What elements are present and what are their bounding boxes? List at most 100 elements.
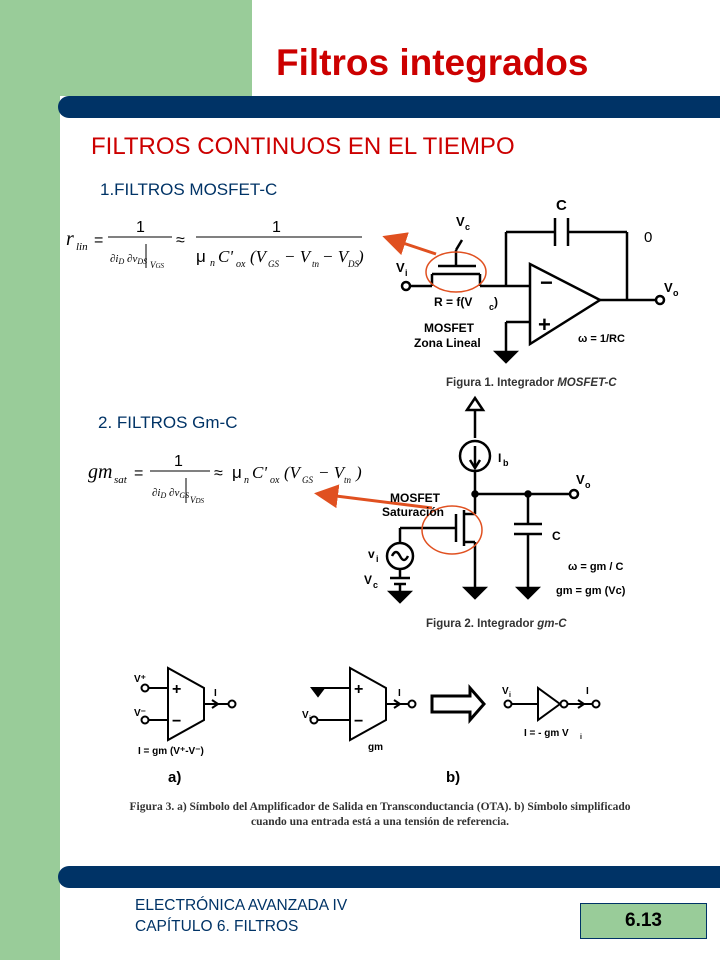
figure3b-labels: + − I V i gm V i I I = - gm V i b) <box>302 681 589 786</box>
svg-text:0: 0 <box>644 229 652 246</box>
equation-gmsat: gm sat = 1 ∂iD ∂vGS VDS ≈ μ n C' ox (V G… <box>88 453 362 505</box>
svg-text:i: i <box>405 268 408 278</box>
footer-chapter: CAPÍTULO 6. FILTROS <box>135 918 299 935</box>
svg-text:VDS: VDS <box>190 495 205 505</box>
top-green-block <box>0 0 252 96</box>
svg-text:(V: (V <box>284 463 303 482</box>
section-2-heading: 2. FILTROS Gm-C <box>98 413 238 432</box>
svg-text:V: V <box>576 472 585 487</box>
svg-text:i: i <box>309 716 311 723</box>
svg-text:r: r <box>66 228 74 250</box>
svg-text:o: o <box>673 288 679 298</box>
svg-text:− V: − V <box>284 247 313 266</box>
svg-text:1: 1 <box>174 453 183 470</box>
svg-text:+: + <box>538 312 551 337</box>
svg-text:V: V <box>664 280 673 295</box>
svg-text:tn: tn <box>344 475 352 485</box>
figure3-caption: Figura 3. a) Símbolo del Amplificador de… <box>129 801 631 828</box>
figure3a-ota <box>140 666 237 742</box>
svg-text:MOSFET: MOSFET <box>424 321 475 335</box>
svg-text:V⁻: V⁻ <box>134 708 146 719</box>
figure1-circuit <box>400 218 666 364</box>
svg-text:I = - gm V: I = - gm V <box>524 728 569 739</box>
svg-text:∂iD ∂vDS: ∂iD ∂vDS <box>110 253 147 266</box>
svg-text:gm: gm <box>368 742 383 753</box>
svg-text:−: − <box>354 713 363 730</box>
figure2-labels: I b V o MOSFET Saturación C v i V c ω = … <box>364 451 626 597</box>
equation-rlin: r lin = 1 ∂iD ∂vDS VGS ≈ 1 μ n C' ox (V … <box>66 219 364 270</box>
svg-text:C': C' <box>252 463 267 482</box>
section-1-heading: 1.FILTROS MOSFET-C <box>100 180 278 199</box>
svg-text:ω = 1/RC: ω = 1/RC <box>578 333 625 345</box>
svg-text:−: − <box>172 713 181 730</box>
svg-text:V: V <box>302 710 309 721</box>
svg-text:v: v <box>368 547 375 561</box>
svg-text:∂iD ∂vGS: ∂iD ∂vGS <box>152 487 189 500</box>
svg-text:V: V <box>502 686 509 697</box>
bottom-divider <box>58 866 720 888</box>
svg-text:gm = gm (Vc): gm = gm (Vc) <box>556 585 626 597</box>
svg-text:b): b) <box>446 769 460 786</box>
svg-text:o: o <box>585 480 591 490</box>
svg-text:VGS: VGS <box>150 260 165 270</box>
svg-text:c: c <box>489 302 494 312</box>
svg-text:Zona Lineal: Zona Lineal <box>414 336 481 350</box>
svg-text:+: + <box>172 681 181 698</box>
svg-text:ox: ox <box>236 259 246 270</box>
footer-course: ELECTRÓNICA AVANZADA IV <box>135 897 348 914</box>
svg-text:I: I <box>214 688 217 699</box>
page-number: 6.13 <box>580 903 707 939</box>
svg-text:=: = <box>134 465 143 482</box>
svg-text:C: C <box>552 529 561 543</box>
svg-text:V⁺: V⁺ <box>134 674 146 685</box>
figure2-circuit <box>385 395 580 604</box>
svg-text:): ) <box>355 463 362 482</box>
svg-text:μ: μ <box>196 247 206 266</box>
svg-text:c: c <box>465 222 470 232</box>
svg-text:Saturación: Saturación <box>382 505 444 519</box>
svg-text:tn: tn <box>312 259 320 269</box>
figure1-labels: C V c V i V o 0 R = f(V c ) MOSFET Zona … <box>396 197 679 350</box>
svg-text:GS: GS <box>302 475 313 485</box>
svg-text:b: b <box>503 458 509 468</box>
svg-text:(V: (V <box>250 247 269 266</box>
svg-text:1: 1 <box>272 219 281 236</box>
svg-text:c: c <box>373 580 378 590</box>
svg-text:≈: ≈ <box>214 465 223 482</box>
svg-text:): ) <box>494 295 498 309</box>
svg-text:μ: μ <box>232 463 242 482</box>
svg-text:1: 1 <box>136 219 145 236</box>
svg-text:ox: ox <box>270 475 280 486</box>
arrow-fig2 <box>314 484 433 510</box>
svg-text:): ) <box>357 247 364 266</box>
svg-text:i: i <box>376 554 379 564</box>
figure1-caption: Figura 1. Integrador MOSFET-C <box>446 377 617 389</box>
svg-text:I: I <box>498 451 501 465</box>
svg-text:C': C' <box>218 247 233 266</box>
svg-text:GS: GS <box>268 259 279 269</box>
svg-text:i: i <box>580 734 582 741</box>
svg-text:+: + <box>354 681 363 698</box>
svg-text:−: − <box>540 270 553 295</box>
figure2-caption: Figura 2. Integrador gm-C <box>426 618 567 630</box>
svg-text:MOSFET: MOSFET <box>390 491 441 505</box>
svg-text:=: = <box>94 232 103 249</box>
svg-text:lin: lin <box>76 241 88 253</box>
figure3b-ota <box>309 666 601 742</box>
top-divider <box>58 96 720 118</box>
svg-text:I: I <box>586 686 589 697</box>
svg-text:− V: − V <box>318 463 347 482</box>
svg-text:− V: − V <box>322 247 351 266</box>
page-title: Filtros integrados <box>276 42 589 83</box>
svg-text:R = f(V: R = f(V <box>434 295 472 309</box>
svg-text:ω = gm / C: ω = gm / C <box>568 561 623 573</box>
svg-text:gm: gm <box>88 461 112 483</box>
svg-text:V: V <box>364 573 372 587</box>
arrow-fig1 <box>382 232 437 256</box>
svg-text:V: V <box>456 214 465 229</box>
svg-text:V: V <box>396 260 405 275</box>
footer-text: ELECTRÓNICA AVANZADA IV CAPÍTULO 6. FILT… <box>135 895 347 937</box>
svg-text:I: I <box>398 688 401 699</box>
svg-text:n: n <box>210 258 215 269</box>
